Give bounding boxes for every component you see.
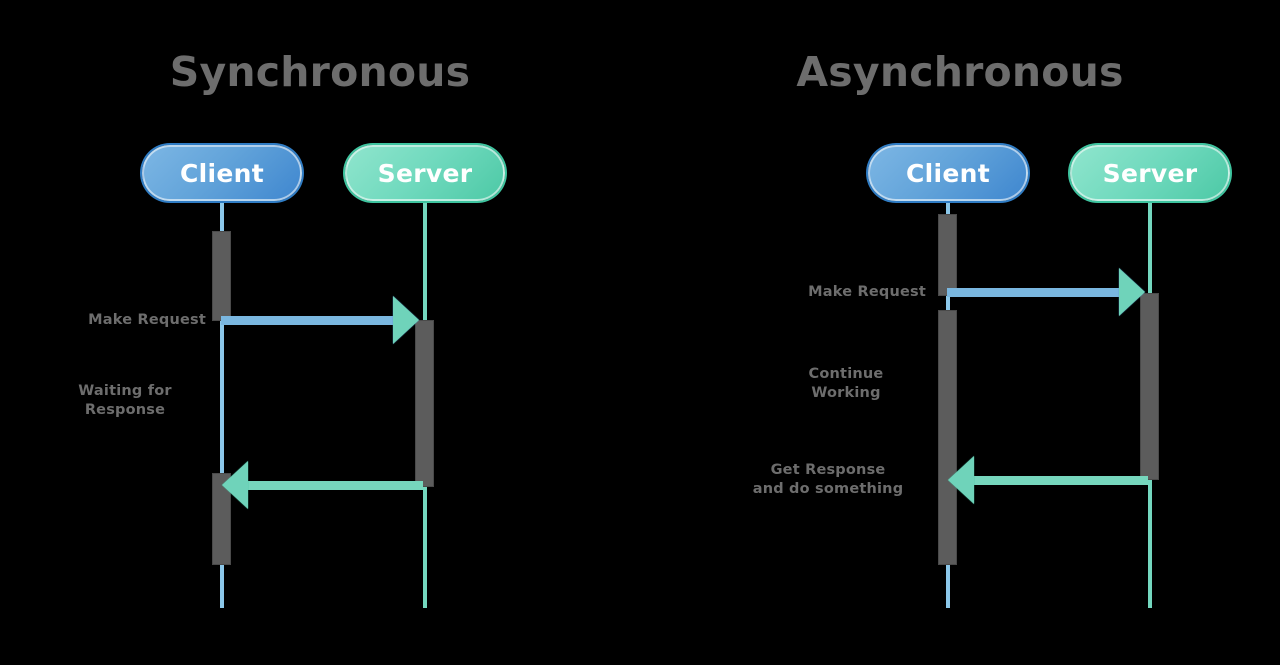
arrowhead-left-response [222,461,248,509]
diagram-title-synchronous: Synchronous [169,48,471,96]
message-label-continue-working: Continue Working [808,366,884,401]
activation-bar-client-1 [212,231,231,321]
message-shaft-make-request [947,288,1121,297]
actor-server-label: Server [1102,158,1198,188]
message-shaft-get-response [974,476,1148,485]
activation-bar-client-1 [938,214,957,296]
actor-client[interactable]: Client [142,145,302,201]
actor-client[interactable]: Client [868,145,1028,201]
actor-server-label: Server [377,158,473,188]
arrowhead-left-get-response [948,456,974,504]
activation-bar-server [415,320,434,487]
actor-client-label: Client [180,158,264,188]
arrowhead-right-make-request [1119,268,1145,316]
actor-server[interactable]: Server [345,145,505,201]
activation-bar-client-2 [938,310,957,565]
message-label-make-request: Make Request [808,284,926,300]
message-label-waiting-for-response: Waiting for Response [78,383,172,418]
message-shaft-make-request [221,316,395,325]
message-shaft-response [248,481,423,490]
activation-bar-server [1140,293,1159,480]
message-label-make-request: Make Request [88,312,206,328]
diagram-synchronous: Synchronous Client Server Make Request W… [78,48,505,608]
arrowhead-right-make-request [393,296,419,344]
lifeline-client [220,196,224,608]
diagram-title-asynchronous: Asynchronous [796,48,1124,96]
actor-server[interactable]: Server [1070,145,1230,201]
message-label-get-response: Get Response and do something [752,462,904,497]
diagram-asynchronous: Asynchronous Client Server Make Request … [640,0,1280,665]
actor-client-label: Client [906,158,990,188]
